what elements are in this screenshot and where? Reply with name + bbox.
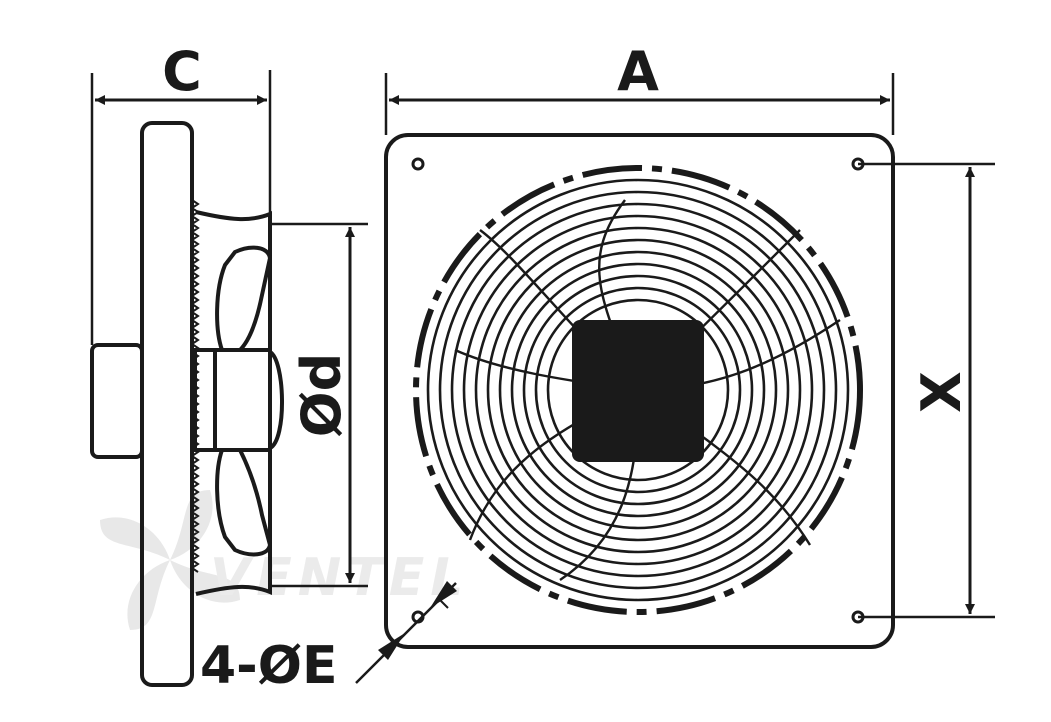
guard-grille [426, 178, 850, 602]
hole-leader-arrow-out [430, 581, 457, 608]
dimension-lines [90, 70, 995, 684]
hole-leader-cross [437, 597, 449, 609]
dim-label-c: C [162, 40, 202, 103]
mounting-plate [140, 121, 194, 687]
hole-leader-arrow-in [378, 633, 405, 660]
dim-label-od: Ød [290, 353, 353, 438]
dim-label-x: X [910, 371, 973, 413]
hub-cap [268, 350, 284, 450]
dim-label-a: A [617, 40, 659, 103]
shroud [195, 210, 272, 596]
side-view [90, 121, 284, 687]
dim-label-hole: 4-ØE [200, 636, 338, 696]
watermark-text: VENTEL [210, 548, 469, 608]
front-motor-hub [572, 320, 704, 462]
front-view [384, 133, 895, 649]
venturi-ring [413, 165, 863, 615]
blade-upper [215, 245, 273, 352]
watermark: VENTEL [100, 490, 469, 630]
mounting-hole-tl [411, 157, 425, 171]
blade-lower [215, 448, 273, 557]
hub [193, 348, 272, 452]
motor-cap [90, 343, 144, 459]
front-plate [384, 133, 895, 649]
